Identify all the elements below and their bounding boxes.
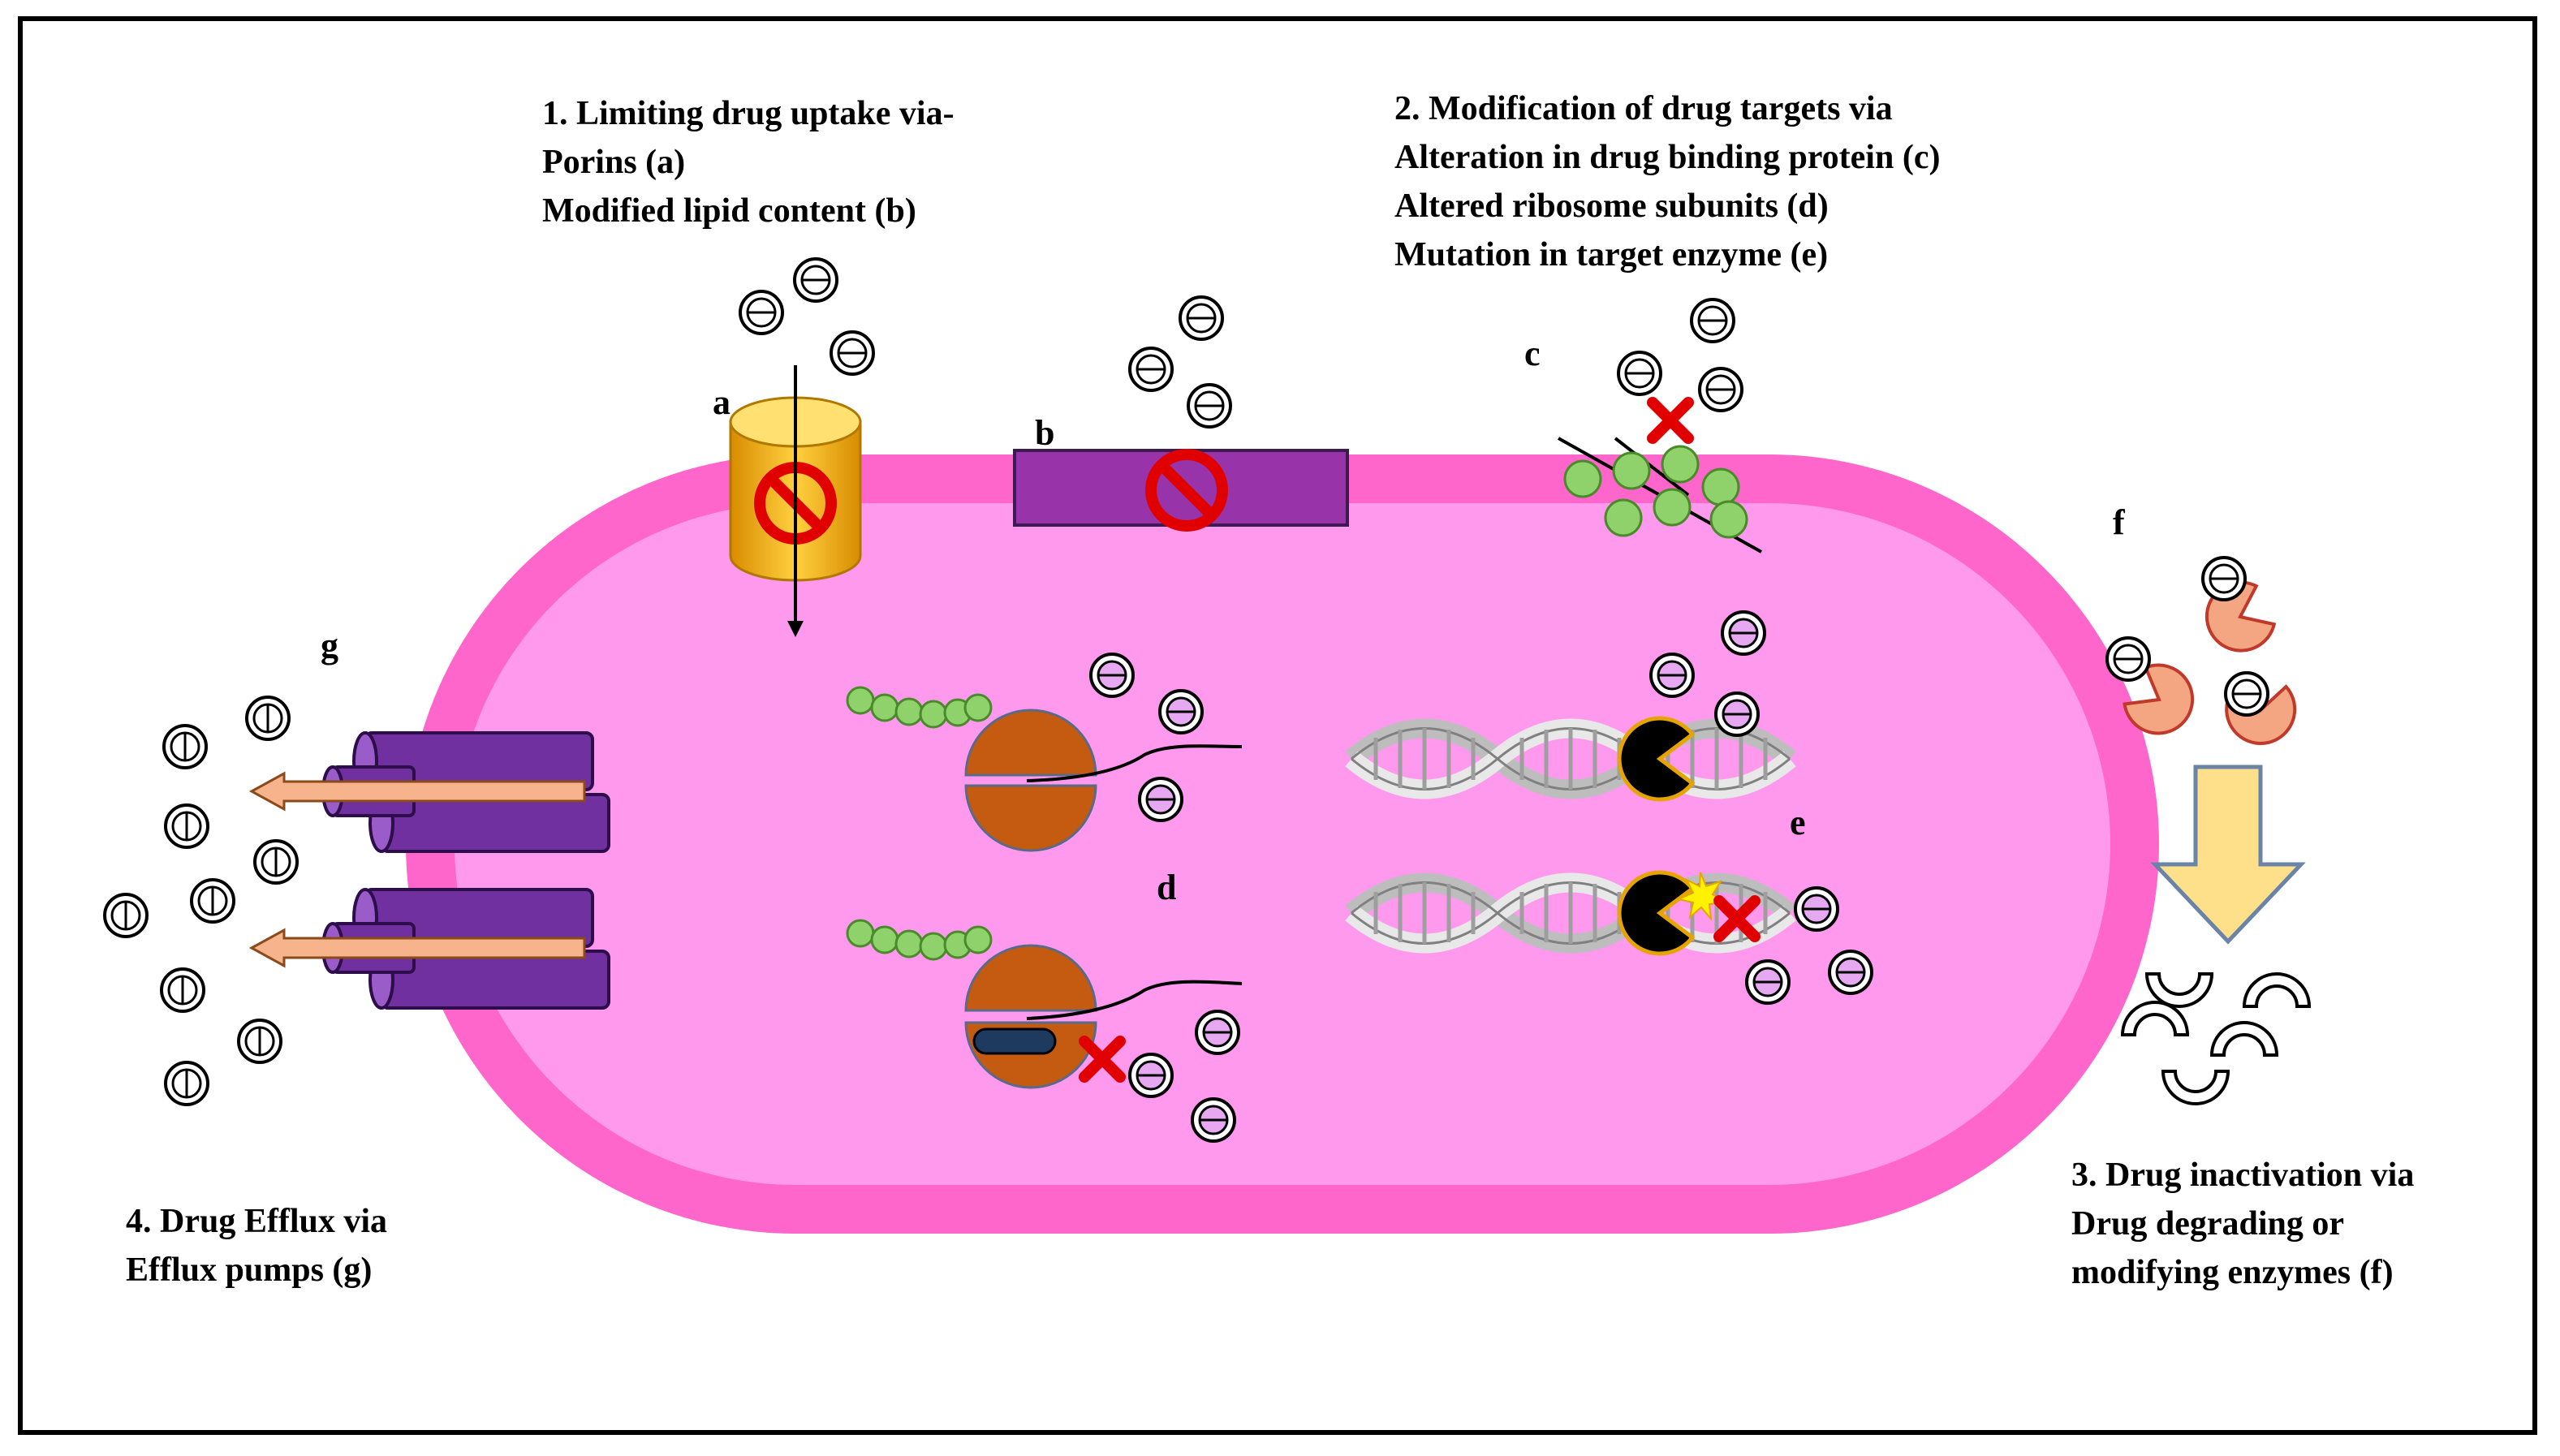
mechanism-4-title: Drug Efflux via — [160, 1203, 388, 1240]
mechanism-3-number: 3. — [2071, 1157, 2097, 1194]
mechanism-2-item-c: Alteration in drug binding protein (c) — [1394, 139, 1941, 176]
lipid-block — [1013, 449, 1349, 526]
label-e: e — [1790, 803, 1806, 842]
dna-target-normal — [1351, 716, 1790, 802]
efflux-pump-upper — [250, 731, 610, 853]
ribosome-normal — [846, 686, 1243, 852]
mechanism-2-item-e: Mutation in target enzyme (e) — [1394, 236, 1829, 274]
label-b: b — [1035, 413, 1055, 453]
mechanism-1-number: 1. — [542, 95, 568, 132]
label-d: d — [1157, 868, 1177, 907]
mechanism-1-item-a: Porins (a) — [542, 144, 686, 181]
efflux-pump-lower — [250, 888, 610, 1010]
mechanism-3-item-1: Drug degrading or — [2071, 1205, 2344, 1243]
mechanism-4-item-g: Efflux pumps (g) — [126, 1251, 373, 1289]
porin-channel — [729, 365, 862, 637]
mechanism-4-number: 4. — [126, 1203, 152, 1240]
ribosome-altered — [846, 919, 1243, 1089]
drug-binding-protein — [1558, 403, 1762, 554]
label-f: f — [2113, 502, 2125, 542]
label-a: a — [713, 382, 731, 422]
inactivation-arrow — [2150, 765, 2306, 945]
mechanism-2-number: 2. — [1394, 90, 1420, 127]
mechanism-4-text: 4. Drug Efflux via Efflux pumps (g) — [126, 1197, 387, 1294]
degraded-drug-fragments — [2120, 972, 2312, 1105]
dna-target-mutated — [1351, 870, 1790, 956]
mechanism-3-text: 3. Drug inactivation via Drug degrading … — [2071, 1151, 2414, 1297]
mechanism-1-title: Limiting drug uptake via- — [576, 95, 955, 132]
label-g: g — [321, 626, 338, 666]
label-c: c — [1524, 334, 1541, 373]
figure-border — [18, 16, 2537, 1435]
mechanism-1-text: 1. Limiting drug uptake via- Porins (a) … — [542, 89, 955, 235]
mechanism-2-text: 2. Modification of drug targets via Alte… — [1394, 84, 1940, 279]
mechanism-1-item-b: Modified lipid content (b) — [542, 192, 916, 230]
mechanism-3-item-2: modifying enzymes (f) — [2071, 1254, 2394, 1291]
mechanism-2-item-d: Altered ribosome subunits (d) — [1394, 187, 1829, 225]
block-x-c — [1653, 403, 1688, 438]
inactivating-enzymes — [2105, 556, 2301, 751]
mechanism-3-title: Drug inactivation via — [2105, 1157, 2415, 1194]
cytoplasm — [455, 503, 2110, 1185]
mechanism-2-title: Modification of drug targets via — [1429, 90, 1893, 127]
